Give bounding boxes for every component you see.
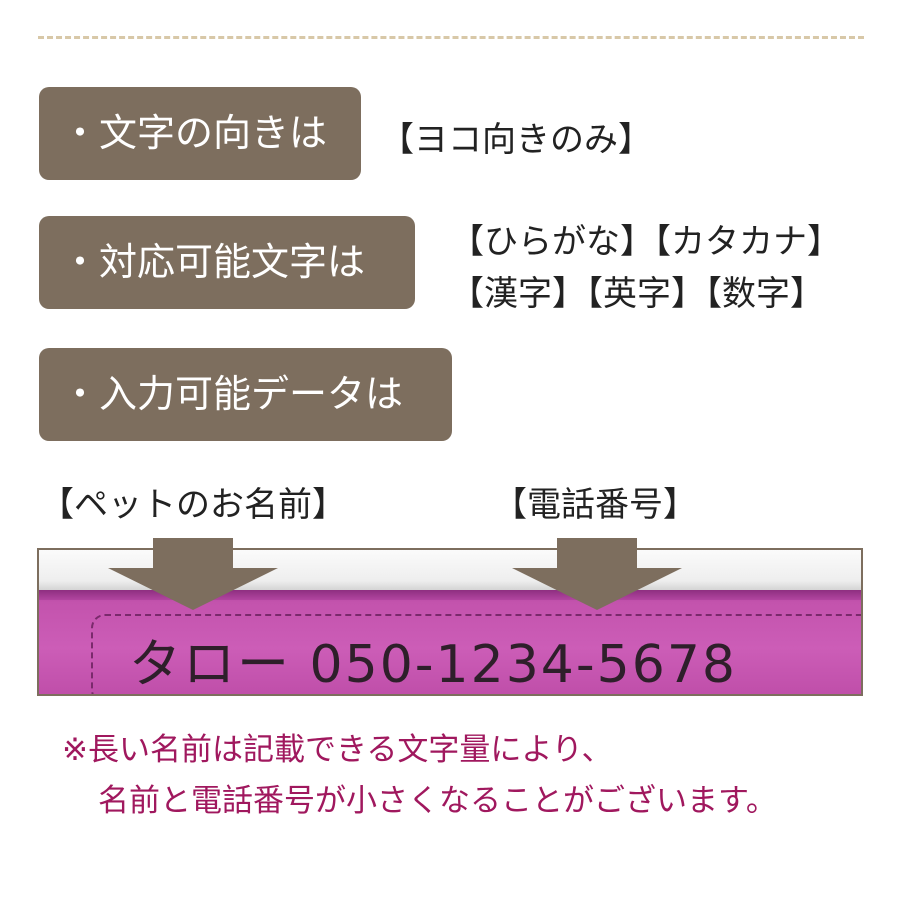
note-line-1: ※長い名前は記載できる文字量により、: [62, 732, 613, 768]
value-text-orientation: 【ヨコ向きのみ】: [380, 120, 652, 160]
collar-strap-edge: [39, 590, 861, 600]
label-text-orientation: ・文字の向きは: [39, 87, 361, 180]
collar-strap: [39, 590, 861, 694]
label-input-data: ・入力可能データは: [39, 348, 452, 441]
label-supported-characters: ・対応可能文字は: [39, 216, 415, 309]
caption-phone-number: 【電話番号】: [493, 485, 697, 525]
arrow-down-icon: [512, 538, 682, 610]
collar-engraving: タロー 050-1234-5678: [129, 635, 737, 695]
collar-stitching: [91, 614, 861, 694]
arrow-down-icon: [108, 538, 278, 610]
note-line-2: 名前と電話番号が小さくなることがございます。: [98, 783, 777, 819]
dashed-divider: [38, 36, 864, 39]
value-supported-characters-line2: 【漢字】【英字】【数字】: [450, 274, 824, 314]
value-supported-characters-line1: 【ひらがな】【カタカナ】: [450, 222, 841, 262]
caption-pet-name: 【ペットのお名前】: [40, 485, 346, 525]
